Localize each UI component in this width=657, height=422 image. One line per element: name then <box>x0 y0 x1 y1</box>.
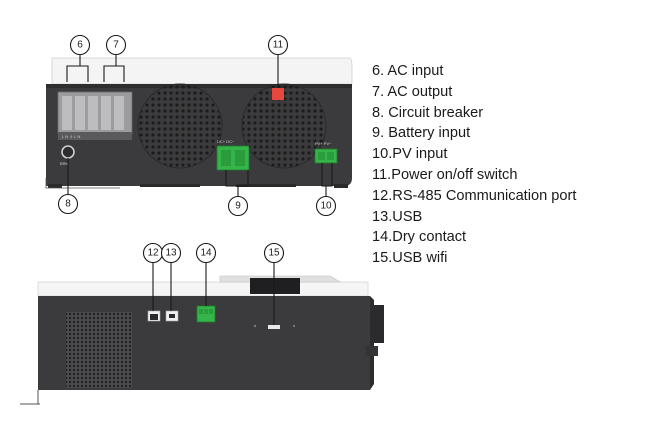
legend-item-rs485-port: 12.RS-485 Communication port <box>372 187 577 204</box>
legend-item-ac-output: 7. AC output <box>372 83 453 100</box>
svg-text:11: 11 <box>273 40 284 51</box>
svg-text:L N ⏚ L N: L N ⏚ L N <box>62 133 80 139</box>
battery-input-terminals: DC+ DC− <box>216 139 250 171</box>
svg-text:9: 9 <box>235 201 241 212</box>
callout-8: 8 <box>57 193 79 215</box>
ac-terminal-block: L N ⏚ L N <box>57 91 133 140</box>
legend-item-usb: 13.USB <box>372 208 423 225</box>
svg-text:13: 13 <box>165 248 177 259</box>
component-legend: 6. AC input 7. AC output 8. Circuit brea… <box>372 61 576 269</box>
callout-14: 14 <box>195 242 217 264</box>
fan-grille-right <box>241 83 327 169</box>
callout-13: 13 <box>160 242 182 264</box>
legend-item-circuit-breaker: 8. Circuit breaker <box>372 104 484 121</box>
svg-text:15: 15 <box>268 248 280 259</box>
callouts-top <box>66 55 333 197</box>
callout-7: 7 <box>105 34 127 56</box>
pv-input-terminals: PV+ PV− <box>314 141 338 164</box>
callout-10: 10 <box>315 195 337 217</box>
callout-11: 11 <box>267 34 289 56</box>
callout-6: 6 <box>69 34 91 56</box>
callout-9: 9 <box>227 195 249 217</box>
side-vent-grille <box>66 312 132 388</box>
inverter-side-view <box>20 275 384 405</box>
legend-item-usb-wifi: 15.USB wifi <box>372 250 448 267</box>
legend-item-dry-contact: 14.Dry contact <box>372 229 467 246</box>
callouts-bottom <box>152 262 275 325</box>
usb-wifi-port <box>268 325 280 329</box>
svg-text:12: 12 <box>147 248 159 259</box>
power-switch <box>272 88 284 100</box>
legend-item-power-switch: 11.Power on/off switch <box>372 166 518 183</box>
legend-item-ac-input: 6. AC input <box>372 63 444 79</box>
callout-15: 15 <box>263 242 285 264</box>
svg-text:10: 10 <box>320 201 332 212</box>
svg-text:PV+ PV−: PV+ PV− <box>315 141 332 146</box>
legend-item-pv-input: 10.PV input <box>372 146 448 163</box>
legend-item-battery-input: 9. Battery input <box>372 125 471 142</box>
svg-text:14: 14 <box>200 248 212 259</box>
svg-text:6: 6 <box>77 40 83 51</box>
svg-text:BRK: BRK <box>60 161 69 166</box>
svg-text:8: 8 <box>65 199 71 210</box>
fan-grille-left <box>137 83 223 169</box>
inverter-bottom-view: L N ⏚ L N BRK DC+ DC− PV+ PV− <box>45 57 353 189</box>
svg-text:DC+ DC−: DC+ DC− <box>217 139 235 144</box>
callout-badges: 6 7 11 8 9 10 12 13 14 15 <box>57 34 337 264</box>
svg-text:7: 7 <box>113 40 119 51</box>
callout-12: 12 <box>142 242 164 264</box>
